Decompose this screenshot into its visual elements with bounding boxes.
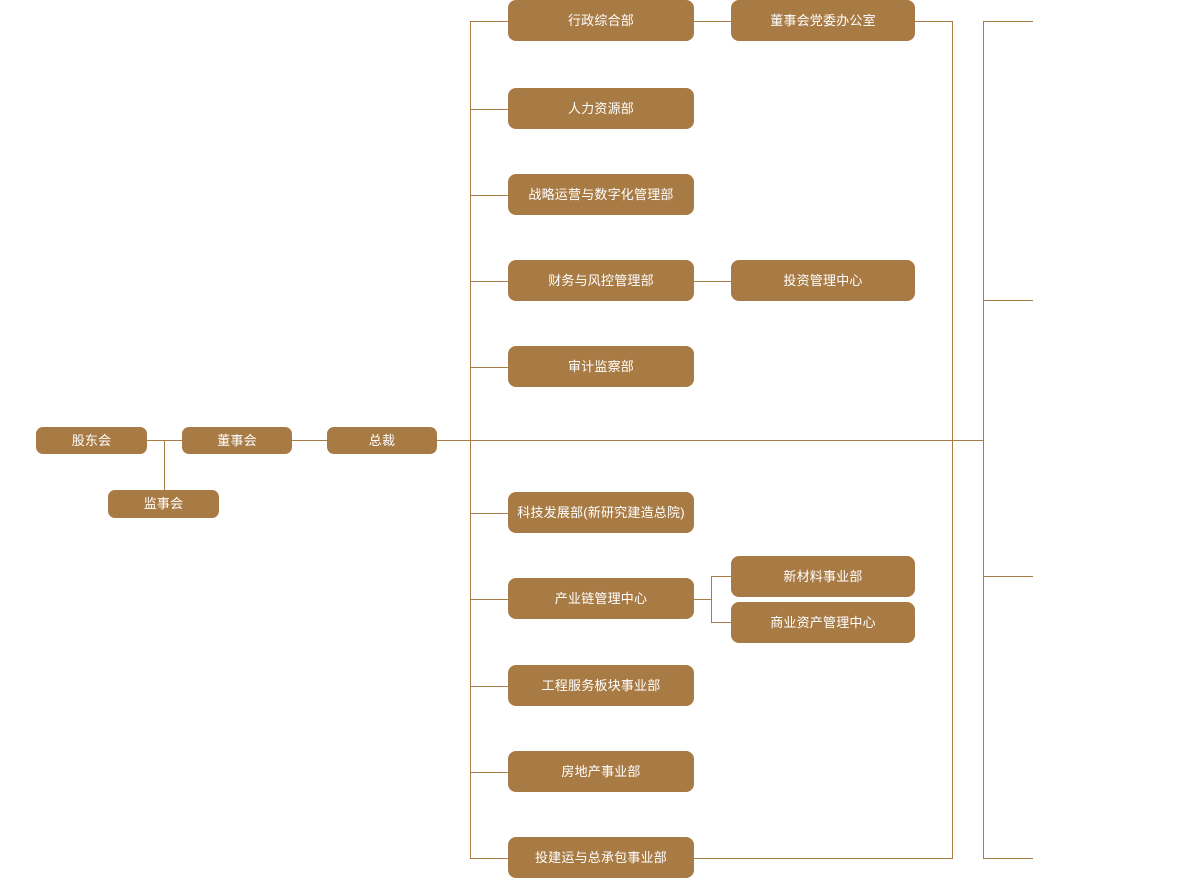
stub-industry-chain [470, 599, 508, 600]
node-label: 投资管理中心 [783, 272, 863, 288]
rail-outer-bottom-branch [983, 858, 1033, 859]
node-strategy-operations-digital-department[interactable]: 战略运营与数字化管理部 [508, 174, 694, 215]
node-new-materials-division[interactable]: 新材料事业部 [731, 556, 915, 597]
node-technology-development-department[interactable]: 科技发展部(新研究建造总院) [508, 492, 694, 533]
department-spine [470, 21, 471, 859]
node-investment-construction-general-contracting-division[interactable]: 投建运与总承包事业部 [508, 837, 694, 878]
stub-invest-build-div [470, 858, 508, 859]
connector-industrychain-stem [694, 599, 712, 600]
node-label: 房地产事业部 [561, 763, 641, 779]
stub-admin-dept [470, 21, 508, 22]
node-label: 董事会 [217, 432, 257, 448]
rail-inner-vertical [952, 21, 953, 859]
node-engineering-services-division[interactable]: 工程服务板块事业部 [508, 665, 694, 706]
node-industry-chain-management-center[interactable]: 产业链管理中心 [508, 578, 694, 619]
node-label: 股东会 [71, 432, 112, 448]
connector-to-commercial-assets [711, 622, 731, 623]
node-board-party-committee-office[interactable]: 董事会党委办公室 [731, 0, 915, 41]
stub-finance-dept [470, 281, 508, 282]
stub-hr-dept [470, 109, 508, 110]
node-board-of-supervisors[interactable]: 监事会 [108, 490, 219, 518]
connector-board-to-president [292, 440, 327, 441]
connector-finance-to-investment [694, 281, 731, 282]
node-label: 新材料事业部 [783, 568, 863, 584]
node-label: 战略运营与数字化管理部 [528, 186, 674, 202]
node-administration-department[interactable]: 行政综合部 [508, 0, 694, 41]
node-investment-management-center[interactable]: 投资管理中心 [731, 260, 915, 301]
connector-board-to-supervisors [164, 440, 165, 504]
rail-outer-top-branch [983, 21, 1033, 22]
rail-outer-upper-branch [983, 300, 1033, 301]
node-label: 总裁 [368, 432, 396, 448]
node-label: 行政综合部 [567, 12, 634, 28]
stub-engineering-div [470, 686, 508, 687]
stub-realestate-div [470, 772, 508, 773]
rail-outer-vertical [983, 21, 984, 859]
node-human-resources-department[interactable]: 人力资源部 [508, 88, 694, 129]
node-label: 科技发展部(新研究建造总院) [517, 504, 685, 520]
node-label: 投建运与总承包事业部 [534, 849, 667, 865]
stub-audit-dept [470, 367, 508, 368]
node-board-of-directors[interactable]: 董事会 [182, 427, 292, 454]
node-label: 财务与风控管理部 [548, 272, 654, 288]
node-label: 工程服务板块事业部 [541, 677, 661, 693]
node-label: 董事会党委办公室 [770, 12, 876, 28]
node-label: 商业资产管理中心 [770, 614, 876, 630]
connector-industrychain-bus [711, 576, 712, 623]
node-real-estate-division[interactable]: 房地产事业部 [508, 751, 694, 792]
node-label: 产业链管理中心 [554, 590, 648, 606]
rail-inner-bottom-segment [694, 858, 953, 859]
node-finance-risk-control-department[interactable]: 财务与风控管理部 [508, 260, 694, 301]
node-label: 审计监察部 [567, 358, 634, 374]
rail-outer-lower-branch [983, 576, 1033, 577]
connector-to-new-materials [711, 576, 731, 577]
connector-president-to-spine [437, 440, 983, 441]
node-commercial-asset-management-center[interactable]: 商业资产管理中心 [731, 602, 915, 643]
node-shareholders-meeting[interactable]: 股东会 [36, 427, 147, 454]
stub-tech-dept [470, 513, 508, 514]
connector-admin-to-party-office [694, 21, 731, 22]
node-label: 监事会 [143, 496, 184, 512]
node-president[interactable]: 总裁 [327, 427, 437, 454]
node-label: 人力资源部 [567, 100, 634, 116]
stub-strategy-dept [470, 195, 508, 196]
rail-inner-top-segment [915, 21, 953, 22]
node-audit-supervision-department[interactable]: 审计监察部 [508, 346, 694, 387]
